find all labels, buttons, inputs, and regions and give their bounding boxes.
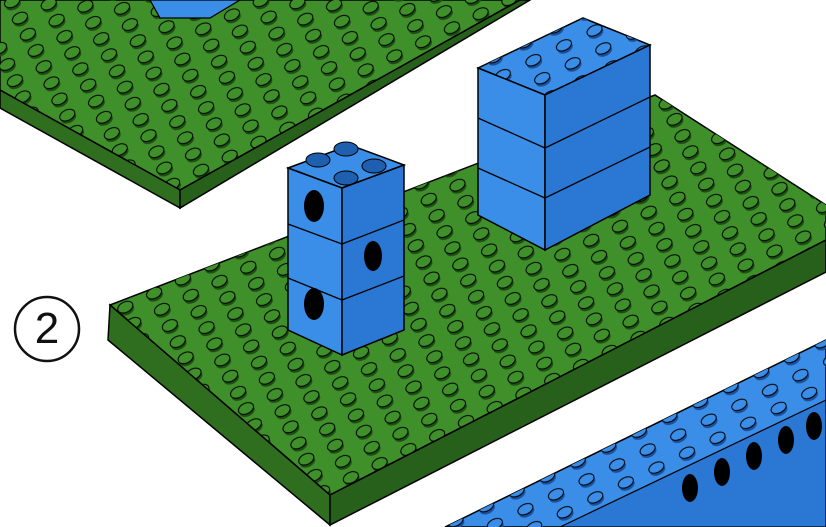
- brick-stack-2x2: [288, 142, 404, 355]
- step-number: 2: [35, 307, 59, 351]
- step-badge: 2: [12, 294, 82, 364]
